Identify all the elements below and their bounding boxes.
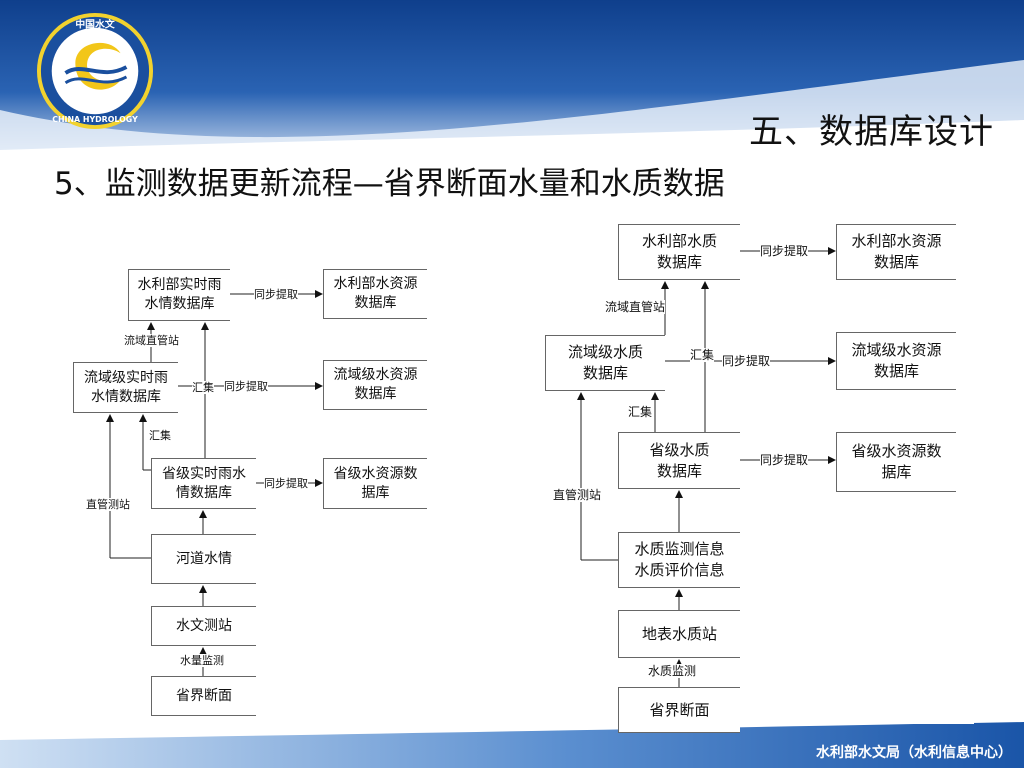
left-basin-water-resource-db: 流域级水资源 数据库 xyxy=(323,360,427,410)
right-direct-station-label: 直管测站 xyxy=(553,488,602,502)
left-aggregate-label-1: 汇集 xyxy=(192,381,214,394)
left-direct-station-label: 直管测站 xyxy=(86,498,130,511)
left-ministry-rain-db: 水利部实时雨 水情数据库 xyxy=(128,269,230,321)
right-aggregate-label-1: 汇集 xyxy=(690,348,715,362)
left-aggregate-label-2: 汇集 xyxy=(149,429,171,442)
right-sync-label-1: 同步提取 xyxy=(760,244,809,258)
right-surface-station-box: 地表水质站 xyxy=(618,610,740,658)
right-aggregate-label-2: 汇集 xyxy=(628,405,653,419)
page-title: 五、数据库设计 xyxy=(749,112,994,152)
left-sync-label-2: 同步提取 xyxy=(224,380,268,393)
right-basin-quality-db: 流域级水质 数据库 xyxy=(545,335,665,391)
page-subtitle: 5、监测数据更新流程—省界断面水量和水质数据 xyxy=(54,166,725,202)
svg-text:CHINA HYDROLOGY: CHINA HYDROLOGY xyxy=(52,115,138,124)
right-border-section-box: 省界断面 xyxy=(618,687,740,733)
left-basin-rain-db: 流域级实时雨 水情数据库 xyxy=(73,362,178,413)
left-province-water-resource-db: 省级水资源数 据库 xyxy=(323,458,427,509)
right-basin-direct-label: 流域直管站 xyxy=(605,300,666,314)
right-sync-label-3: 同步提取 xyxy=(760,453,809,467)
right-basin-water-resource-db: 流域级水资源 数据库 xyxy=(836,332,956,390)
left-ministry-water-resource-db: 水利部水资源 数据库 xyxy=(323,269,427,319)
left-province-rain-db: 省级实时雨水 情数据库 xyxy=(151,458,256,509)
left-hydro-station-box: 水文测站 xyxy=(151,606,256,646)
footer-org-name: 水利部水文局（水利信息中心） xyxy=(816,745,1012,761)
right-quality-monitor-label: 水质监测 xyxy=(648,664,697,678)
right-ministry-quality-db: 水利部水质 数据库 xyxy=(618,224,740,280)
right-quality-info-box: 水质监测信息 水质评价信息 xyxy=(618,532,740,588)
right-sync-label-2: 同步提取 xyxy=(722,354,771,368)
left-river-water-box: 河道水情 xyxy=(151,534,256,584)
left-border-section-box: 省界断面 xyxy=(151,676,256,716)
right-province-water-resource-db: 省级水资源数 据库 xyxy=(836,432,956,492)
left-basin-direct-label: 流域直管站 xyxy=(124,334,179,347)
left-sync-label-1: 同步提取 xyxy=(254,288,298,301)
left-volume-monitor-label: 水量监测 xyxy=(180,654,224,667)
right-ministry-water-resource-db: 水利部水资源 数据库 xyxy=(836,224,956,280)
china-hydrology-logo: 中国水文 CHINA HYDROLOGY xyxy=(36,12,154,130)
left-sync-label-3: 同步提取 xyxy=(264,477,308,490)
svg-text:中国水文: 中国水文 xyxy=(75,18,114,31)
right-province-quality-db: 省级水质 数据库 xyxy=(618,432,740,489)
